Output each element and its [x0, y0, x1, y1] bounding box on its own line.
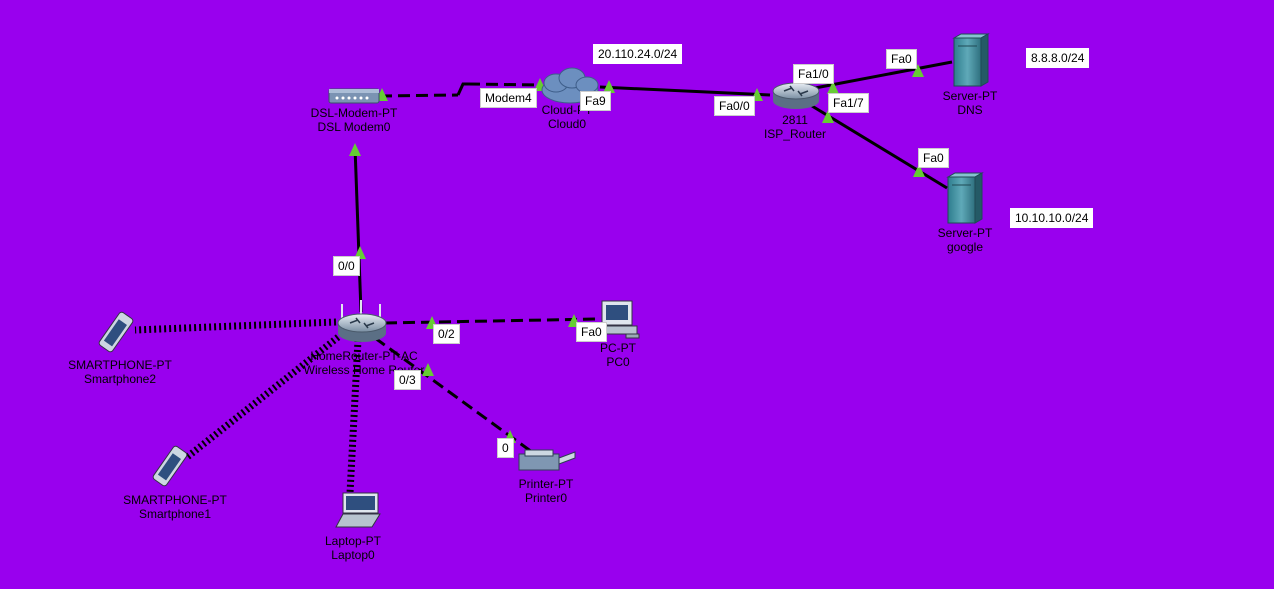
google-server-label: Server-PT google — [925, 226, 1005, 254]
port-label-modem4: Modem4 — [480, 88, 537, 108]
device-model: 2811 — [782, 113, 808, 127]
link-modem-cloud[interactable] — [379, 93, 459, 98]
link-home-modem[interactable] — [353, 146, 363, 313]
wireless-link-smartphone2 — [134, 318, 337, 334]
port-label-fa10: Fa1/0 — [793, 64, 834, 84]
port-label-home-03: 0/3 — [394, 370, 421, 390]
port-marker-home-up — [354, 246, 366, 259]
device-name: Printer0 — [524, 491, 568, 505]
printer-label: Printer-PT Printer0 — [506, 477, 586, 505]
router-icon[interactable] — [772, 82, 820, 109]
server-icon[interactable] — [946, 172, 984, 224]
device-name: DSL Modem0 — [317, 120, 391, 134]
smartphone-icon[interactable] — [98, 311, 134, 353]
dsl-modem-label: DSL-Modem-PT DSL Modem0 — [294, 106, 414, 134]
smartphone2-label: SMARTPHONE-PT Smartphone2 — [60, 358, 180, 386]
device-name: Laptop0 — [331, 548, 375, 562]
device-name: Smartphone1 — [138, 507, 212, 521]
link-isp-dns[interactable] — [814, 60, 953, 90]
port-marker-modem-down — [349, 143, 361, 156]
device-model: SMARTPHONE-PT — [123, 493, 227, 507]
network-label-wan: 20.110.24.0/24 — [593, 44, 683, 64]
link-home-pc[interactable] — [384, 317, 599, 325]
laptop-label: Laptop-PT Laptop0 — [313, 534, 393, 562]
port-marker-cloud-right — [603, 80, 615, 93]
port-marker-isp-fa10 — [827, 81, 839, 94]
device-model: PC-PT — [600, 341, 636, 355]
network-label-google: 10.10.10.0/24 — [1010, 208, 1094, 228]
port-marker-home-printer — [422, 363, 434, 376]
port-label-pc-fa0: Fa0 — [576, 322, 607, 342]
port-marker-google — [913, 164, 925, 177]
device-name: ISP_Router — [763, 127, 827, 141]
dns-server-label: Server-PT DNS — [930, 89, 1010, 117]
pc-label: PC-PT PC0 — [588, 341, 648, 369]
smartphone1-label: SMARTPHONE-PT Smartphone1 — [115, 493, 235, 521]
port-label-fa9: Fa9 — [580, 91, 611, 111]
wireless-link-smartphone1 — [183, 331, 345, 461]
port-label-fa17: Fa1/7 — [828, 93, 869, 113]
cloud-label: Cloud-PT Cloud0 — [527, 103, 607, 131]
link-modem-cloud-end[interactable] — [467, 82, 541, 87]
device-model: Cloud-PT — [541, 103, 593, 117]
port-label-fa00: Fa0/0 — [714, 96, 755, 116]
port-label-home-02: 0/2 — [433, 324, 460, 344]
device-model: Laptop-PT — [324, 534, 382, 548]
device-name: PC0 — [606, 355, 630, 369]
port-label-printer-0: 0 — [497, 438, 514, 458]
link-isp-google[interactable] — [811, 104, 948, 190]
link-cloud-isp[interactable] — [599, 85, 771, 97]
device-model: Printer-PT — [518, 477, 574, 491]
link-modem-cloud-zigzag — [456, 82, 468, 96]
device-model: HomeRouter-PT-AC — [310, 349, 418, 363]
device-model: Server-PT — [937, 226, 993, 240]
dsl-modem-icon[interactable] — [328, 88, 380, 104]
device-name: Smartphone2 — [83, 372, 157, 386]
server-icon[interactable] — [952, 33, 990, 87]
device-model: DSL-Modem-PT — [310, 106, 398, 120]
port-label-google-fa0: Fa0 — [918, 148, 949, 168]
port-label-dns-fa0: Fa0 — [886, 49, 917, 69]
device-name: Cloud0 — [547, 117, 587, 131]
device-model: SMARTPHONE-PT — [68, 358, 172, 372]
pc-icon[interactable] — [596, 300, 640, 339]
port-marker-isp-fa17 — [822, 110, 834, 123]
device-name: google — [946, 240, 984, 254]
link-home-printer[interactable] — [374, 336, 533, 454]
wireless-link-laptop — [346, 339, 362, 494]
laptop-icon[interactable] — [335, 492, 381, 528]
port-marker-dns — [912, 64, 924, 77]
device-name: DNS — [957, 103, 983, 117]
wireless-router-icon[interactable] — [337, 300, 387, 342]
port-label-home-00: 0/0 — [333, 256, 360, 276]
printer-icon[interactable] — [518, 449, 576, 471]
smartphone-icon[interactable] — [152, 445, 188, 487]
device-model: Server-PT — [942, 89, 998, 103]
isp-router-label: 2811 ISP_Router — [750, 113, 840, 141]
network-label-dns: 8.8.8.0/24 — [1026, 48, 1090, 68]
